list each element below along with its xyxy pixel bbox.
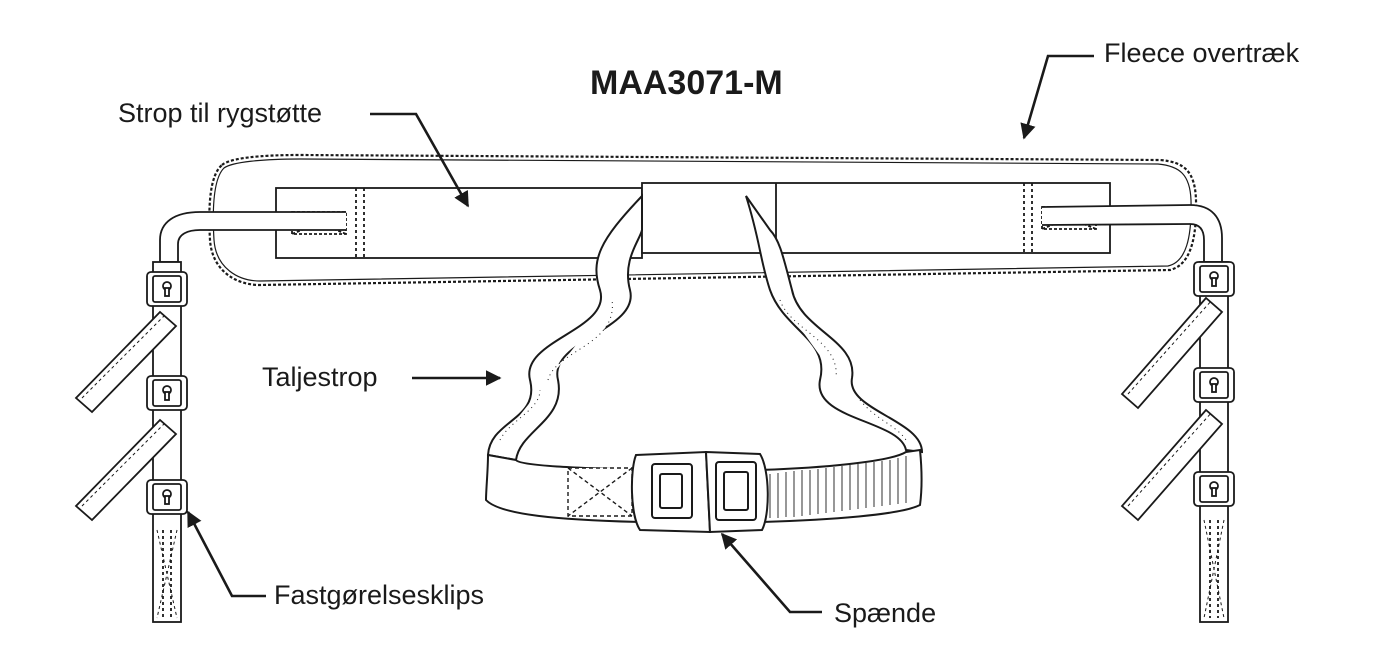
label-buckle: Spænde [834, 598, 937, 628]
buckle [630, 450, 769, 534]
left-clip-chain [74, 261, 188, 623]
clip [1193, 367, 1235, 403]
clip [146, 479, 188, 515]
label-waist-strap: Taljestrop [262, 362, 378, 392]
back-support-strap [275, 182, 1111, 259]
waist-strap [484, 193, 924, 524]
clip [146, 271, 188, 307]
label-attachment-clips: Fastgørelsesklips [274, 580, 485, 610]
label-back-support-strap: Strop til rygstøtte [118, 98, 323, 128]
clip [1193, 261, 1235, 297]
pointer-lines [186, 54, 1094, 614]
clip [1193, 471, 1235, 507]
clip [146, 375, 188, 411]
label-fleece-cover: Fleece overtræk [1104, 38, 1300, 68]
right-clip-chain [1120, 261, 1235, 623]
diagram-title: MAA3071-M [590, 64, 783, 102]
